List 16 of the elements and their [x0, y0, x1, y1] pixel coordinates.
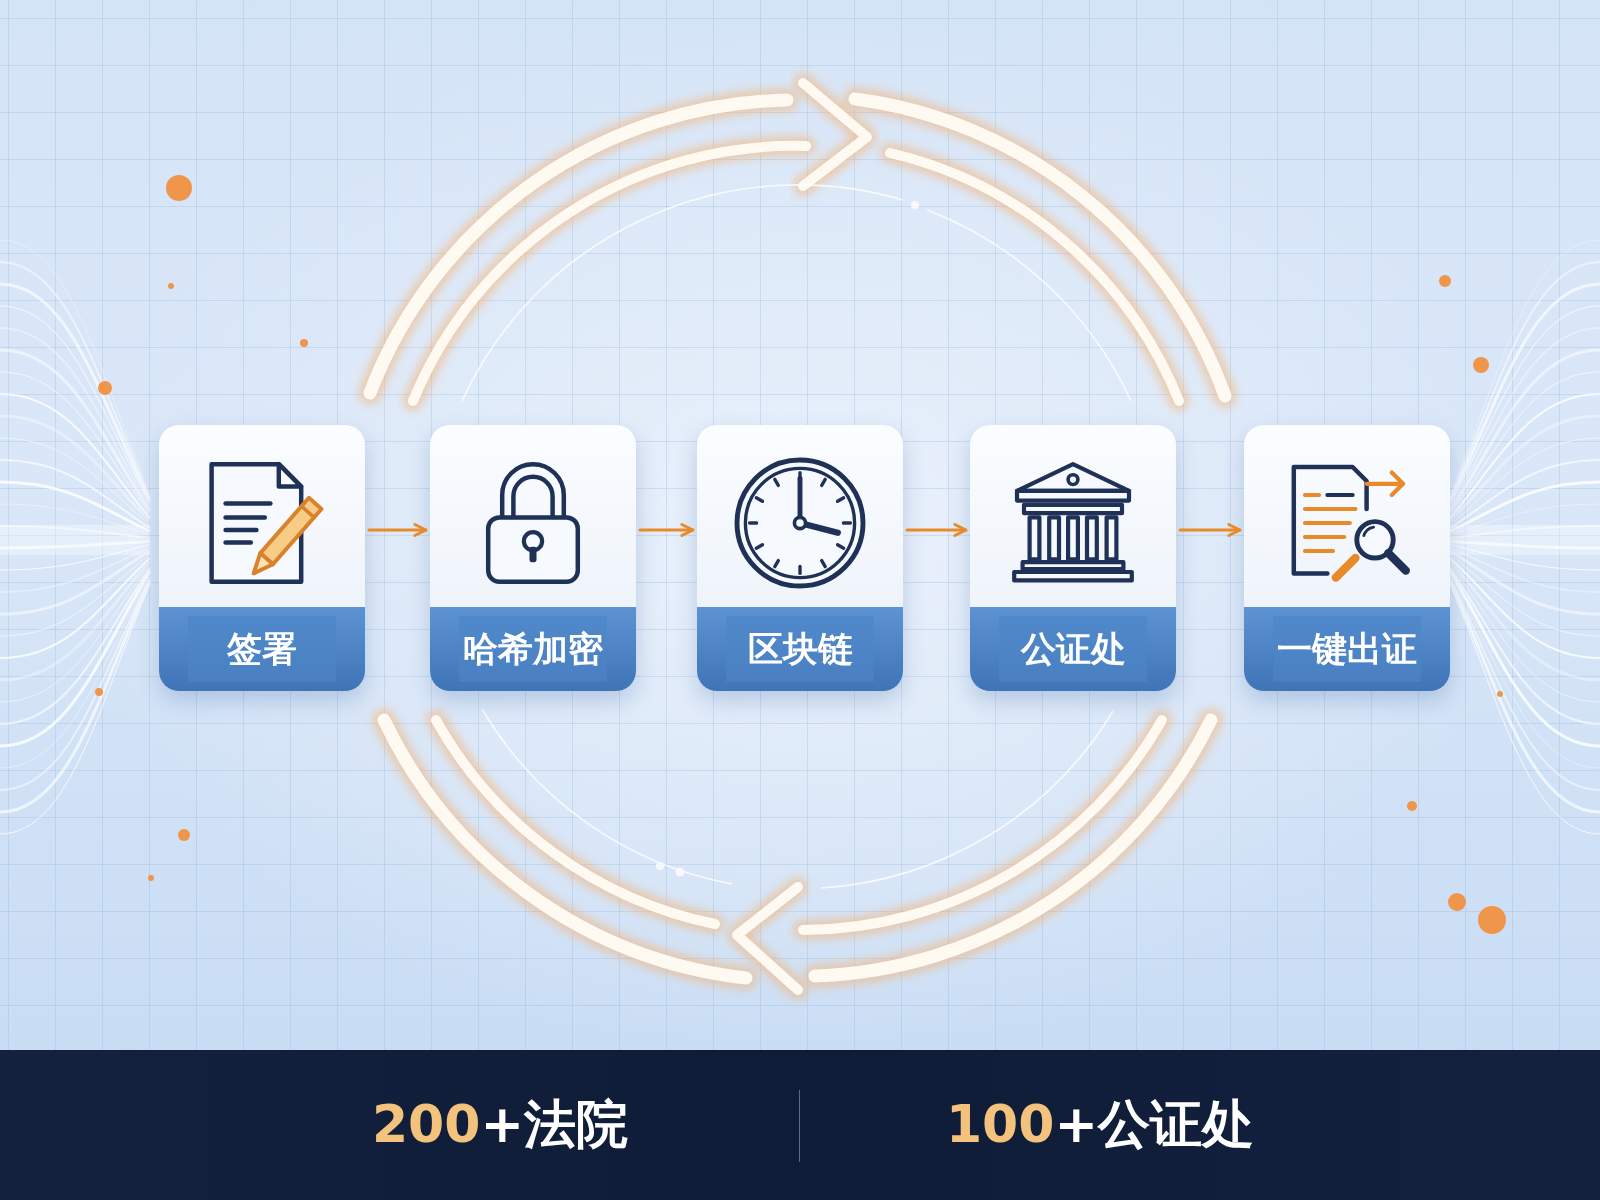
stat-text: 200+法院 — [371, 1093, 629, 1156]
step-label: 签署 — [159, 607, 365, 691]
step-card — [159, 425, 365, 691]
step-label: 公证处 — [970, 607, 1176, 691]
step-card — [430, 425, 636, 691]
step-card — [697, 425, 903, 691]
arrow — [1178, 523, 1242, 537]
stat-text: 100+公证处 — [945, 1093, 1255, 1156]
step-card — [1244, 425, 1450, 691]
step-card — [970, 425, 1176, 691]
step-label: 一键出证 — [1244, 607, 1450, 691]
arrow — [638, 523, 695, 537]
step-label: 区块链 — [697, 607, 903, 691]
arrow — [905, 523, 968, 537]
arrow — [367, 523, 428, 537]
step-label: 哈希加密 — [430, 607, 636, 691]
